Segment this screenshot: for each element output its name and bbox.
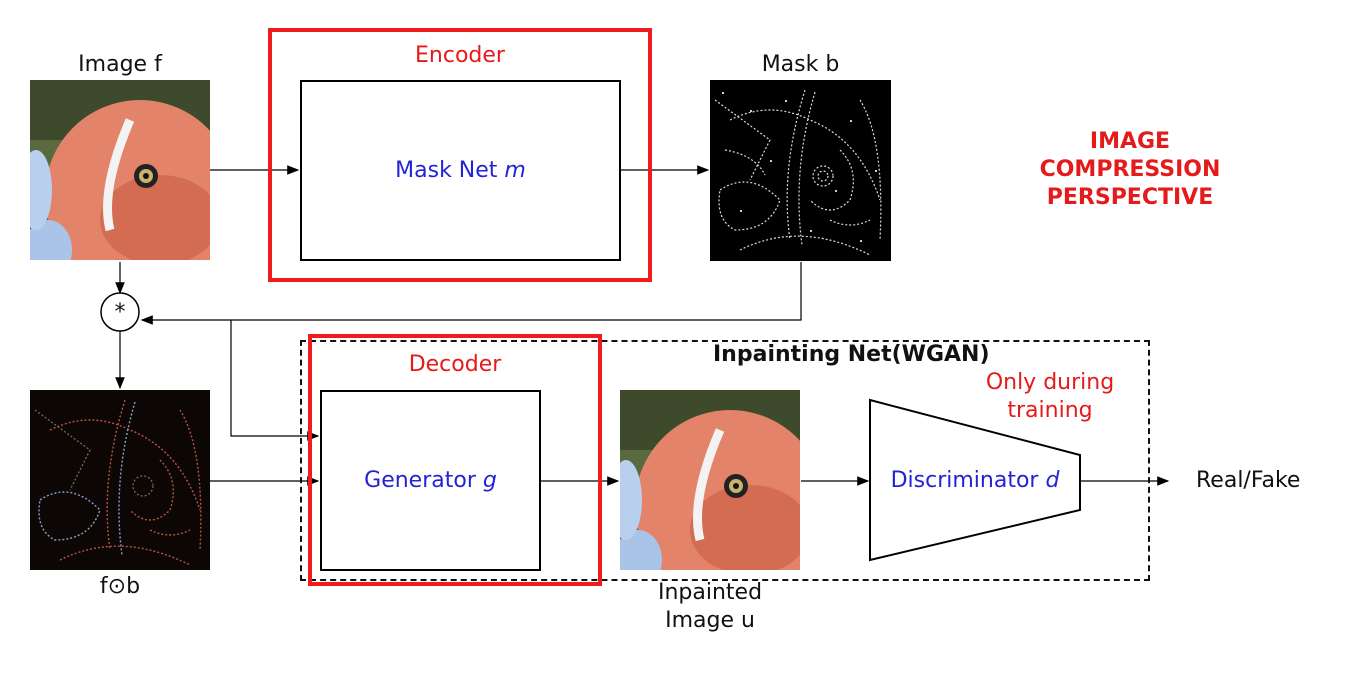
only-training-line2: training <box>1007 398 1093 423</box>
decoder-label: Decoder <box>408 352 502 377</box>
mask-b-image <box>710 80 891 261</box>
encoder-label: Encoder <box>415 43 505 68</box>
discriminator-label: Discriminator d <box>870 469 1080 493</box>
generator-text: Generator <box>364 468 476 493</box>
perspective-title-line1: IMAGE <box>1089 129 1171 154</box>
inpainting-net-box <box>300 340 1150 581</box>
multiply-symbol: * <box>114 300 126 325</box>
generator-label: Generator g <box>320 469 541 493</box>
real-fake-label: Real/Fake <box>1196 468 1301 493</box>
image-f <box>30 80 210 260</box>
inpainted-image <box>620 390 800 570</box>
encoder-box <box>268 28 652 282</box>
inpainted-label-line2: Image u <box>665 608 755 633</box>
mask-net-label: Mask Net m <box>300 159 621 183</box>
image-f-label: Image f <box>78 52 162 77</box>
mask-net-box <box>300 80 621 261</box>
inpainted-label-line1: Inpainted <box>657 580 763 605</box>
discriminator-text: Discriminator <box>890 468 1039 493</box>
multiply-node-circle <box>100 292 140 332</box>
masked-image-label: f⊙b <box>99 574 141 599</box>
arrow-mask-to-generator <box>230 320 320 441</box>
discriminator-shape <box>869 398 1081 562</box>
mask-net-var: m <box>504 158 526 183</box>
arrow-mask-to-multiply <box>140 262 802 325</box>
discriminator-var: d <box>1045 468 1060 493</box>
masked-image <box>30 390 210 570</box>
perspective-title-line2: COMPRESSION <box>1039 157 1221 182</box>
only-training-line1: Only during <box>985 370 1115 395</box>
inpainting-net-label: Inpainting Net(WGAN) <box>713 342 990 367</box>
perspective-title-line3: PERSPECTIVE <box>1046 185 1214 210</box>
generator-box <box>320 390 541 571</box>
mask-net-text: Mask Net <box>395 158 498 183</box>
mask-b-label: Mask b <box>761 52 840 77</box>
generator-var: g <box>482 468 497 493</box>
decoder-box <box>308 334 602 586</box>
